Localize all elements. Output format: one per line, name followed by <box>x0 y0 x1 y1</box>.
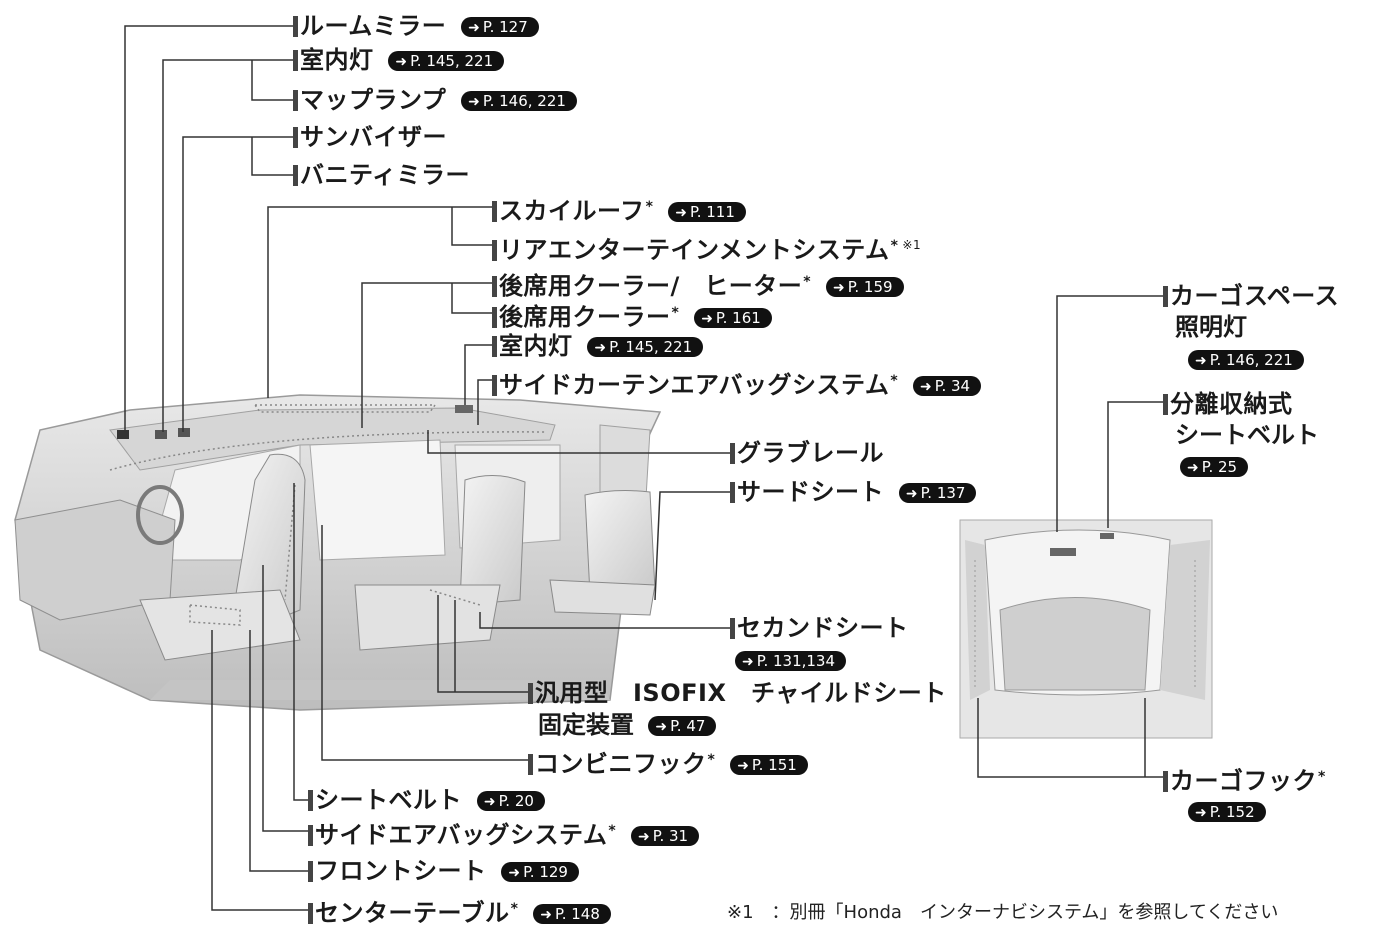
label-convenience-hook: コンビニフック* ➜P. 151 <box>528 746 808 778</box>
label-room-mirror: ルームミラー ➜P. 127 <box>293 12 539 40</box>
right-arrow-icon: ➜ <box>483 794 496 810</box>
label-rear-cooler-heater: 後席用クーラー/ ヒーター* ➜P. 159 <box>492 268 904 300</box>
label-sky-roof: スカイルーフ* ➜P. 111 <box>492 193 746 225</box>
label-grab-rail: グラブレール <box>730 439 884 467</box>
page-ref-badge[interactable]: ➜P. 20 <box>476 791 545 811</box>
right-arrow-icon: ➜ <box>540 907 552 923</box>
label-interior-light-2: 室内灯 ➜P. 145, 221 <box>492 332 704 360</box>
right-arrow-icon: ➜ <box>508 865 521 881</box>
right-arrow-icon: ➜ <box>1195 353 1207 369</box>
label-interior-light-1: 室内灯 ➜P. 145, 221 <box>293 46 505 74</box>
page-ref-badge[interactable]: ➜P. 145, 221 <box>587 337 704 357</box>
right-arrow-icon: ➜ <box>395 54 408 70</box>
cargo-space-illustration <box>959 519 1213 739</box>
page-ref-badge[interactable]: ➜P. 129 <box>501 862 579 882</box>
page-ref-badge[interactable]: ➜P. 127 <box>461 17 539 37</box>
page-ref-badge[interactable]: ➜P. 137 <box>898 483 977 503</box>
label-side-airbag: サイドエアバッグシステム* ➜P. 31 <box>308 817 700 849</box>
label-cargo-light: カーゴスペース <box>1163 282 1339 310</box>
label-isofix-line2: 固定装置 ➜P. 47 <box>538 711 717 739</box>
right-arrow-icon: ➜ <box>468 20 480 36</box>
label-detachable-belt-line2: シートベルト <box>1175 421 1319 449</box>
right-arrow-icon: ➜ <box>1195 805 1207 821</box>
page-ref-badge[interactable]: ➜P. 152 <box>1188 802 1266 822</box>
page-ref-badge[interactable]: ➜P. 145, 221 <box>388 51 505 71</box>
label-sun-visor: サンバイザー <box>293 123 447 151</box>
page-ref-badge[interactable]: ➜P. 47 <box>648 716 717 736</box>
leader-lines <box>124 25 1168 911</box>
right-arrow-icon: ➜ <box>638 829 650 845</box>
label-map-lamp: マップランプ ➜P. 146, 221 <box>293 86 577 114</box>
label-vanity-mirror: バニティミラー <box>293 161 470 189</box>
label-cargo-hook: カーゴフック* <box>1163 763 1326 795</box>
label-center-table: センターテーブル* ➜P. 148 <box>308 895 611 927</box>
page-ref-badge[interactable]: ➜P. 146, 221 <box>1188 350 1304 370</box>
right-arrow-icon: ➜ <box>655 719 668 735</box>
right-arrow-icon: ➜ <box>701 311 713 327</box>
page-ref-badge[interactable]: ➜P. 25 <box>1180 457 1249 477</box>
page-ref-badge[interactable]: ➜P. 159 <box>825 277 904 297</box>
label-detachable-belt-ref: ➜P. 25 <box>1180 457 1249 478</box>
label-side-curtain-airbag: サイドカーテンエアバッグシステム* ➜P. 34 <box>492 367 982 399</box>
page-ref-badge[interactable]: ➜P. 31 <box>631 826 700 846</box>
footnote: ※1 ：別冊「Honda インターナビシステム」を参照してください <box>727 902 1279 923</box>
page-ref-badge[interactable]: ➜P. 151 <box>730 755 808 775</box>
right-arrow-icon: ➜ <box>594 340 607 356</box>
label-second-seat-ref: ➜P. 131,134 <box>735 651 847 672</box>
page-ref-badge[interactable]: ➜P. 148 <box>533 904 611 924</box>
right-arrow-icon: ➜ <box>1187 460 1199 476</box>
label-rear-cooler: 後席用クーラー* ➜P. 161 <box>492 299 772 331</box>
label-third-seat: サードシート ➜P. 137 <box>730 478 977 506</box>
right-arrow-icon: ➜ <box>468 94 480 110</box>
vehicle-interior-illustration <box>14 394 662 711</box>
right-arrow-icon: ➜ <box>832 280 845 296</box>
label-cargo-light-line2: 照明灯 <box>1175 313 1247 341</box>
page-ref-badge[interactable]: ➜P. 131,134 <box>735 651 847 671</box>
label-seat-belt: シートベルト ➜P. 20 <box>308 786 545 814</box>
label-cargo-light-ref: ➜P. 146, 221 <box>1188 350 1304 371</box>
page-ref-badge[interactable]: ➜P. 111 <box>668 202 746 222</box>
label-second-seat: セカンドシート <box>730 614 909 642</box>
right-arrow-icon: ➜ <box>737 758 749 774</box>
right-arrow-icon: ➜ <box>905 486 918 502</box>
label-detachable-belt: 分離収納式 <box>1163 390 1293 418</box>
label-isofix: 汎用型 ISOFIX チャイルドシート <box>528 679 947 707</box>
page-ref-badge[interactable]: ➜P. 161 <box>694 308 772 328</box>
right-arrow-icon: ➜ <box>742 654 754 670</box>
page-ref-badge[interactable]: ➜P. 34 <box>913 376 982 396</box>
label-rear-entertainment: リアエンターテインメントシステム*※1 <box>492 231 921 264</box>
label-front-seat: フロントシート ➜P. 129 <box>308 857 579 885</box>
right-arrow-icon: ➜ <box>920 379 932 395</box>
right-arrow-icon: ➜ <box>675 205 687 221</box>
page-ref-badge[interactable]: ➜P. 146, 221 <box>461 91 577 111</box>
label-cargo-hook-ref: ➜P. 152 <box>1188 802 1266 823</box>
